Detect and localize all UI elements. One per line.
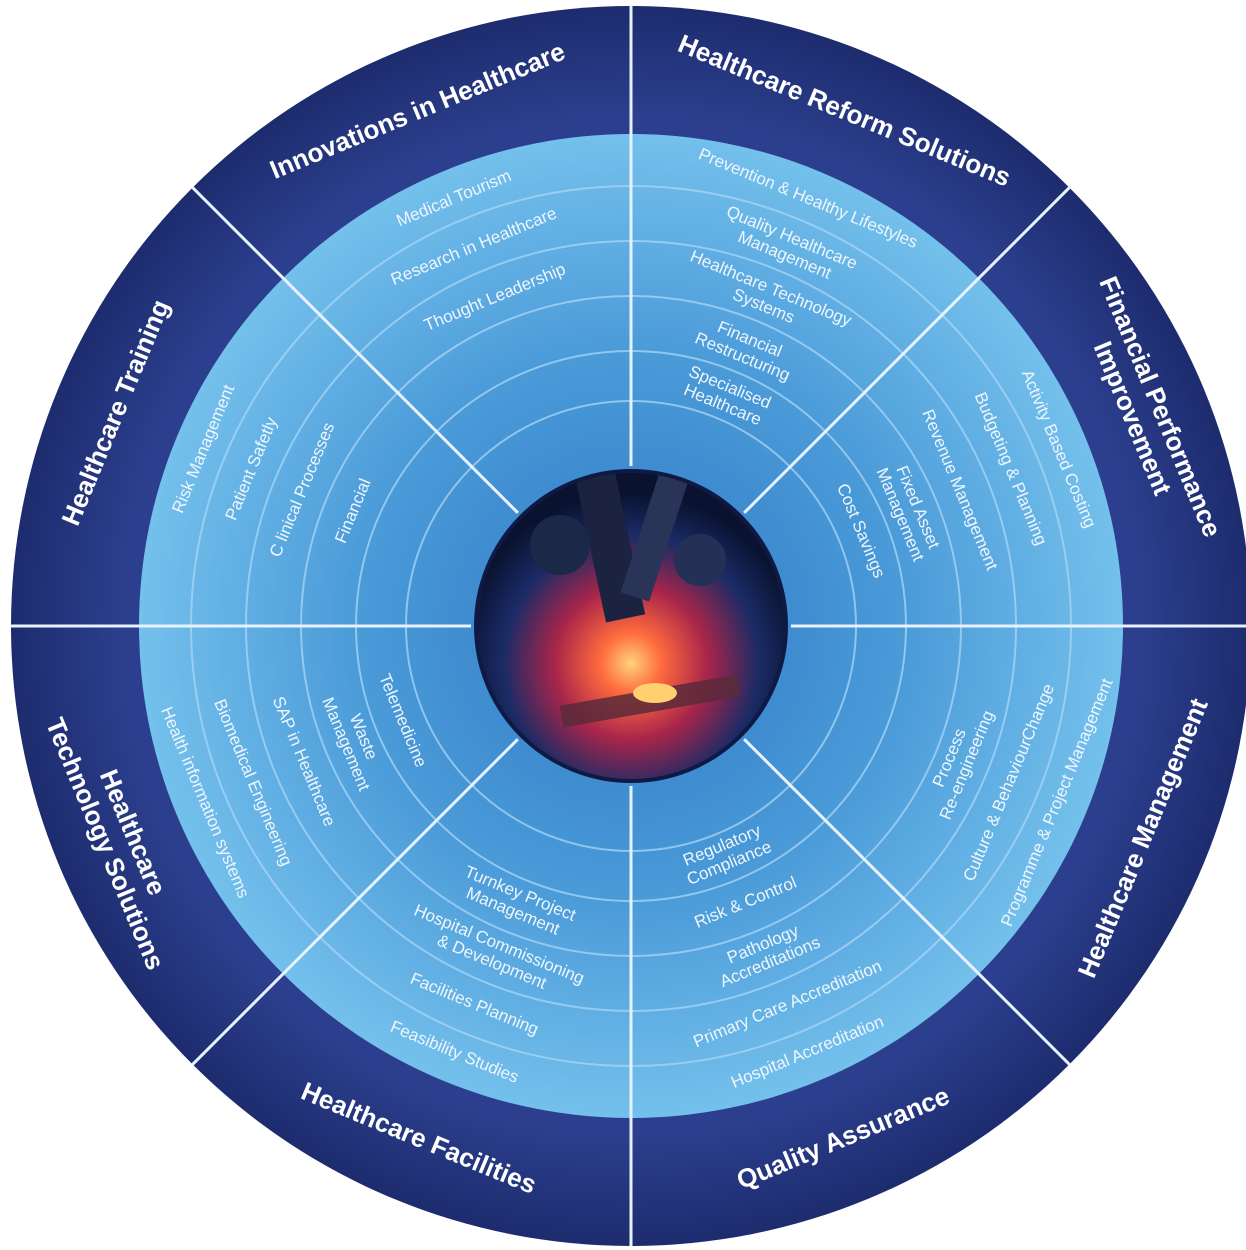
divider-line	[191, 738, 519, 1066]
divider-line	[743, 738, 1071, 1066]
divider-line	[743, 186, 1071, 514]
microscope-photo-icon	[476, 471, 786, 781]
segment-dividers	[11, 6, 1246, 1246]
divider-line	[191, 186, 519, 514]
